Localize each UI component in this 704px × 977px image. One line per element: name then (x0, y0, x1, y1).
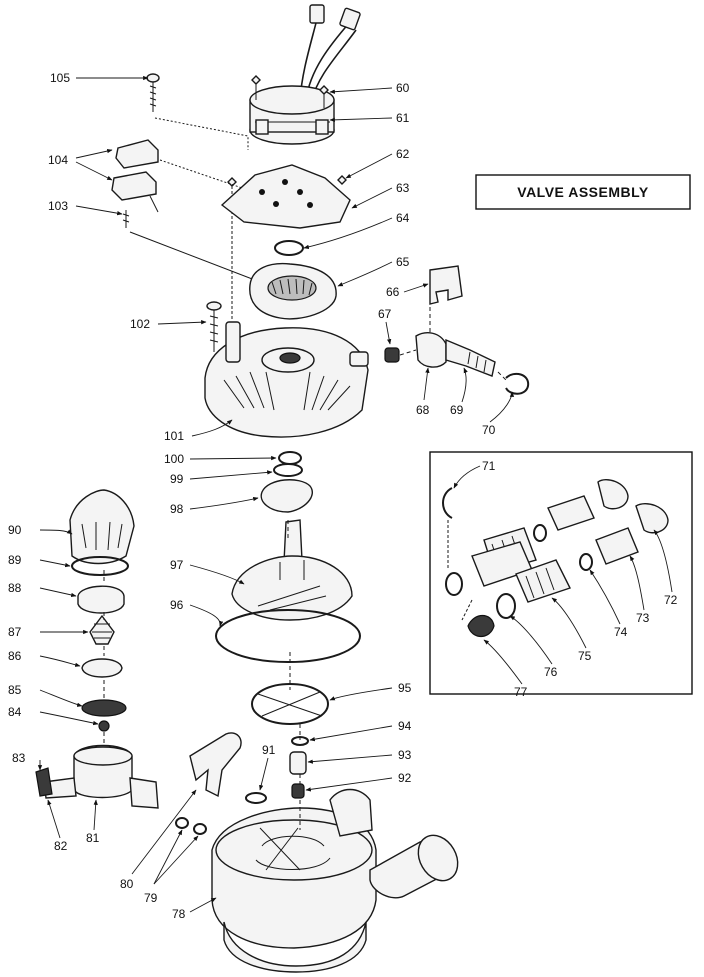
callout-92: 92 (398, 771, 412, 785)
callout-75: 75 (578, 649, 592, 663)
part-ball-84 (98, 720, 110, 732)
part-gasket-64 (274, 240, 304, 256)
part-fitting-82-83 (35, 767, 53, 797)
callout-79: 79 (144, 891, 158, 905)
callout-101: 101 (164, 429, 184, 443)
part-clip-80 (189, 732, 242, 798)
callout-76: 76 (544, 665, 558, 679)
part-oring-79b (193, 823, 207, 835)
part-seal-98 (260, 479, 313, 513)
callout-98: 98 (170, 502, 184, 516)
callout-69: 69 (450, 403, 464, 417)
part-cap-90 (69, 489, 135, 565)
callout-95: 95 (398, 681, 412, 695)
callout-73: 73 (636, 611, 650, 625)
part-cap-86 (81, 658, 123, 678)
callout-61: 61 (396, 111, 410, 125)
callout-64: 64 (396, 211, 410, 225)
callout-71: 71 (482, 459, 496, 473)
part-gear-cam (249, 262, 337, 320)
callout-labels: 105 104 103 60 61 62 63 64 65 66 67 68 6… (8, 71, 678, 921)
leader-lines (37, 75, 673, 913)
callout-65: 65 (396, 255, 410, 269)
callout-100: 100 (164, 452, 184, 466)
callout-97: 97 (170, 558, 184, 572)
callout-84: 84 (8, 705, 22, 719)
part-piston (231, 519, 353, 621)
callout-87: 87 (8, 625, 22, 639)
callout-82: 82 (54, 839, 68, 853)
part-screen-85 (81, 699, 127, 717)
callout-86: 86 (8, 649, 22, 663)
part-motor (249, 4, 361, 145)
callout-67: 67 (378, 307, 392, 321)
callout-99: 99 (170, 472, 184, 486)
callout-66: 66 (386, 285, 400, 299)
callout-93: 93 (398, 748, 412, 762)
callout-104: 104 (48, 153, 68, 167)
callout-68: 68 (416, 403, 430, 417)
part-oring-99 (273, 463, 303, 477)
part-spring-87 (89, 614, 115, 645)
part-main-body (211, 788, 459, 973)
part-oring-100 (278, 451, 302, 465)
callout-89: 89 (8, 553, 22, 567)
part-screw-102 (206, 301, 222, 352)
part-microswitches (111, 117, 261, 283)
callout-72: 72 (664, 593, 678, 607)
callout-80: 80 (120, 877, 134, 891)
part-valve-housing (204, 321, 369, 438)
callout-103: 103 (48, 199, 68, 213)
part-injector-body-81 (43, 744, 159, 809)
callout-81: 81 (86, 831, 100, 845)
part-plug-92 (291, 783, 305, 799)
callout-91: 91 (262, 743, 276, 757)
callout-60: 60 (396, 81, 410, 95)
callout-83: 83 (12, 751, 26, 765)
callout-70: 70 (482, 423, 496, 437)
part-oring-89 (71, 556, 129, 576)
part-oring-96 (215, 609, 361, 663)
callout-96: 96 (170, 598, 184, 612)
callout-94: 94 (398, 719, 412, 733)
part-oring-91 (245, 792, 267, 804)
title-box: VALVE ASSEMBLY (475, 174, 691, 210)
part-oring-94 (291, 736, 309, 746)
callout-90: 90 (8, 523, 22, 537)
callout-78: 78 (172, 907, 186, 921)
part-ring-88 (77, 585, 125, 614)
callout-77: 77 (514, 685, 528, 699)
part-mounting-plate (220, 164, 351, 229)
inset-box (429, 451, 693, 695)
part-oring-79a (175, 817, 189, 829)
callout-62: 62 (396, 147, 410, 161)
callout-63: 63 (396, 181, 410, 195)
callout-85: 85 (8, 683, 22, 697)
diagram-title: VALVE ASSEMBLY (517, 184, 649, 200)
callout-88: 88 (8, 581, 22, 595)
part-fitting-66-70 (384, 265, 530, 395)
callout-74: 74 (614, 625, 628, 639)
callout-105: 105 (50, 71, 70, 85)
callout-102: 102 (130, 317, 150, 331)
part-bushing-93 (289, 751, 307, 775)
